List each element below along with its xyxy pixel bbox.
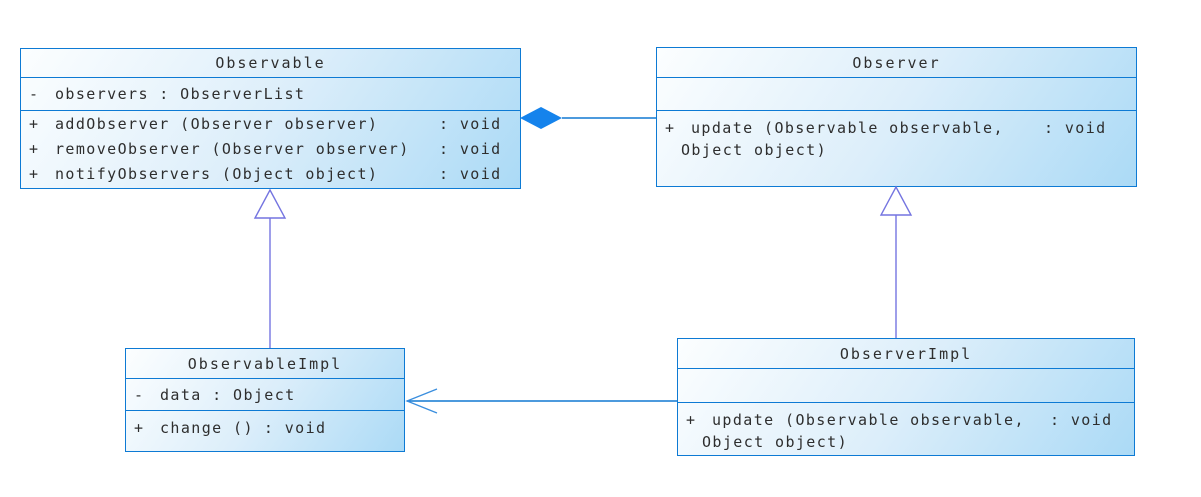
attribute-visibility: - <box>29 85 40 103</box>
method-signature: change () <box>160 419 254 437</box>
method-signature: removeObserver (Observer observer) <box>55 140 410 158</box>
generalization-triangle-icon[interactable] <box>879 185 913 216</box>
method-visibility: + <box>29 140 40 158</box>
class-observable-title: Observable <box>21 49 520 78</box>
class-observable[interactable]: Observable - observers : ObserverList + … <box>20 48 521 189</box>
class-observer-methods: + update (Observable observable, Object … <box>657 111 1136 161</box>
attribute-text: data : Object <box>160 385 296 404</box>
generalization-triangle-icon[interactable] <box>253 188 287 219</box>
method-row: + notifyObservers (Object object) : void <box>21 163 520 185</box>
method-signature: notifyObservers (Object object) <box>55 165 379 183</box>
class-observer[interactable]: Observer + update (Observable observable… <box>656 47 1137 187</box>
method-return-type: : void <box>439 140 502 158</box>
class-observableimpl-attributes: - data : Object <box>126 379 404 411</box>
generalization-connector-observableimpl-observable[interactable] <box>253 188 287 348</box>
method-row: + addObserver (Observer observer) : void <box>21 113 520 135</box>
attribute-row: - observers : ObserverList <box>21 83 520 105</box>
aggregation-diamond-icon[interactable] <box>520 107 562 129</box>
method-return-type: : void <box>439 165 502 183</box>
method-return-type: : void <box>439 115 502 133</box>
class-observableimpl-title: ObservableImpl <box>126 349 404 379</box>
method-row: + change () : void <box>126 417 404 439</box>
class-observerimpl-methods: + update (Observable observable, Object … <box>678 403 1134 453</box>
class-observerimpl-attributes <box>678 369 1134 403</box>
class-observable-attributes: - observers : ObserverList <box>21 78 520 111</box>
method-visibility: + <box>134 419 145 437</box>
aggregation-connector-observable-observer[interactable] <box>520 107 656 129</box>
method-signature: addObserver (Observer observer) <box>55 115 379 133</box>
class-observableimpl-methods: + change () : void <box>126 411 404 439</box>
class-observableimpl[interactable]: ObservableImpl - data : Object + change … <box>125 348 405 452</box>
class-observable-methods: + addObserver (Observer observer) : void… <box>21 111 520 185</box>
class-observer-title: Observer <box>657 48 1136 78</box>
attribute-text: observers : ObserverList <box>55 85 306 103</box>
method-visibility: + <box>686 411 697 429</box>
association-connector-observerimpl-observableimpl[interactable] <box>405 388 677 414</box>
class-observer-attributes <box>657 78 1136 111</box>
method-visibility: + <box>665 119 676 137</box>
class-observerimpl[interactable]: ObserverImpl + update (Observable observ… <box>677 338 1135 456</box>
method-row: + update (Observable observable, Object … <box>678 409 1134 453</box>
open-arrowhead-icon[interactable] <box>405 388 438 414</box>
attribute-visibility: - <box>134 385 145 404</box>
method-return-type: : void <box>1050 411 1113 429</box>
method-return-type: : void <box>263 419 327 437</box>
method-row: + removeObserver (Observer observer) : v… <box>21 138 520 160</box>
attribute-row: - data : Object <box>126 384 404 406</box>
method-return-type: : void <box>1044 119 1107 137</box>
method-visibility: + <box>29 115 40 133</box>
method-row: + update (Observable observable, Object … <box>657 117 1136 161</box>
method-signature: update (Observable observable, Object ob… <box>702 411 1025 451</box>
method-visibility: + <box>29 165 40 183</box>
class-observerimpl-title: ObserverImpl <box>678 339 1134 369</box>
method-signature: update (Observable observable, Object ob… <box>681 119 1004 159</box>
generalization-connector-observerimpl-observer[interactable] <box>879 185 913 338</box>
